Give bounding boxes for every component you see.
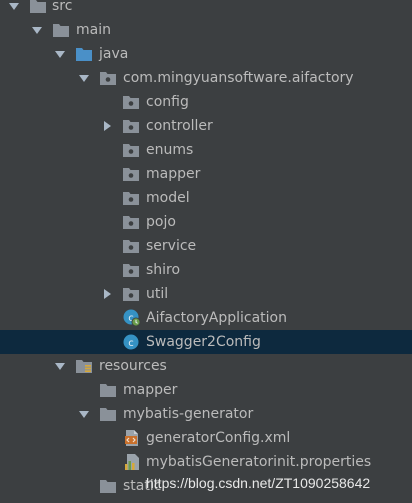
folder-icon: [100, 383, 116, 397]
package-icon: [123, 239, 139, 253]
tree-item-model[interactable]: model: [0, 186, 412, 210]
tree-item-label: mapper: [146, 166, 201, 182]
watermark-text: https://blog.csdn.net/ZT1090258642: [146, 475, 371, 491]
expand-arrow-icon[interactable]: [101, 114, 113, 138]
tree-item-src[interactable]: src: [0, 0, 412, 18]
tree-item-shiro[interactable]: shiro: [0, 258, 412, 282]
tree-item-aifactory-application[interactable]: c AifactoryApplication: [0, 306, 412, 330]
expand-arrow-icon[interactable]: [101, 282, 113, 306]
svg-text:c: c: [128, 338, 134, 349]
tree-item-label: mapper: [123, 382, 178, 398]
tree-item-label: java: [99, 46, 129, 62]
tree-item-generator-config-xml[interactable]: generatorConfig.xml: [0, 426, 412, 450]
tree-item-mybatis-generator-init-properties[interactable]: mybatisGeneratorinit.properties: [0, 450, 412, 474]
xml-file-icon: [124, 430, 140, 446]
tree-item-mybatis-generator[interactable]: mybatis-generator: [0, 402, 412, 426]
package-icon: [123, 191, 139, 205]
tree-item-enums[interactable]: enums: [0, 138, 412, 162]
spring-boot-class-icon: c: [123, 309, 141, 327]
tree-item-label: AifactoryApplication: [146, 310, 287, 326]
tree-item-util[interactable]: util: [0, 282, 412, 306]
package-icon: [123, 215, 139, 229]
tree-item-service[interactable]: service: [0, 234, 412, 258]
package-icon: [123, 95, 139, 109]
tree-item-resources[interactable]: resources: [0, 354, 412, 378]
tree-item-java[interactable]: java: [0, 42, 412, 66]
resources-folder-icon: [76, 359, 92, 373]
class-icon: c: [123, 334, 139, 350]
tree-item-main[interactable]: main: [0, 18, 412, 42]
tree-item-label: com.mingyuansoftware.aifactory: [123, 70, 354, 86]
package-icon: [123, 263, 139, 277]
collapse-arrow-icon[interactable]: [8, 0, 20, 18]
package-icon: [123, 167, 139, 181]
collapse-arrow-icon[interactable]: [31, 18, 43, 42]
folder-icon: [100, 407, 116, 421]
tree-item-label: main: [76, 22, 111, 38]
package-icon: [123, 143, 139, 157]
package-icon: [123, 287, 139, 301]
tree-item-mapper-package[interactable]: mapper: [0, 162, 412, 186]
source-folder-icon: [76, 47, 92, 61]
tree-item-controller[interactable]: controller: [0, 114, 412, 138]
tree-item-static[interactable]: static: [0, 474, 412, 498]
folder-icon: [53, 23, 69, 37]
tree-item-label: resources: [99, 358, 167, 374]
tree-item-config[interactable]: config: [0, 90, 412, 114]
tree-item-mapper-folder[interactable]: mapper: [0, 378, 412, 402]
tree-item-label: mybatis-generator: [123, 406, 254, 422]
tree-item-label: mybatisGeneratorinit.properties: [146, 454, 372, 470]
tree-item-label: generatorConfig.xml: [146, 430, 291, 446]
tree-item-swagger2config[interactable]: c Swagger2Config: [0, 330, 412, 354]
tree-item-label: controller: [146, 118, 213, 134]
collapse-arrow-icon[interactable]: [78, 66, 90, 90]
tree-item-label: enums: [146, 142, 194, 158]
tree-item-root-package[interactable]: com.mingyuansoftware.aifactory: [0, 66, 412, 90]
tree-item-label: shiro: [146, 262, 181, 278]
tree-item-label: config: [146, 94, 189, 110]
collapse-arrow-icon[interactable]: [54, 42, 66, 66]
folder-icon: [100, 479, 116, 493]
tree-item-pojo[interactable]: pojo: [0, 210, 412, 234]
collapse-arrow-icon[interactable]: [54, 354, 66, 378]
package-icon: [123, 119, 139, 133]
tree-item-label: pojo: [146, 214, 176, 230]
tree-item-label: util: [146, 286, 169, 302]
tree-item-label: src: [52, 0, 73, 14]
svg-text:c: c: [128, 313, 134, 324]
tree-item-label: static: [123, 478, 162, 494]
collapse-arrow-icon[interactable]: [78, 402, 90, 426]
properties-file-icon: [124, 454, 140, 470]
tree-item-label: service: [146, 238, 197, 254]
package-icon: [100, 71, 116, 85]
folder-icon: [30, 0, 46, 13]
tree-item-label: model: [146, 190, 190, 206]
tree-item-label: Swagger2Config: [146, 334, 261, 350]
